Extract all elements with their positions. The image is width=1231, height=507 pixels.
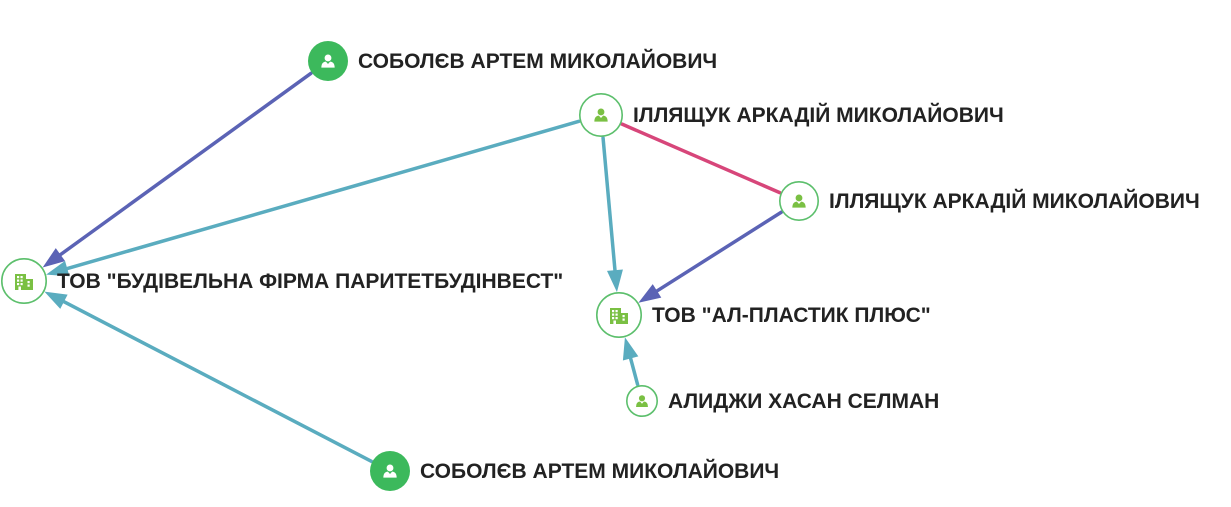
edge-n2-n5 bbox=[601, 136, 623, 293]
edge-line bbox=[628, 356, 640, 387]
graph-node-person[interactable]: ІЛЛЯЩУК АРКАДІЙ МИКОЛАЙОВИЧ bbox=[578, 93, 1004, 138]
edge-line bbox=[62, 299, 374, 464]
edge-n2-n3 bbox=[620, 122, 782, 195]
node-label: СОБОЛЄВ АРТЕМ МИКОЛАЙОВИЧ bbox=[420, 459, 779, 483]
node-label: ІЛЛЯЩУК АРКАДІЙ МИКОЛАЙОВИЧ bbox=[829, 189, 1200, 213]
edge-line bbox=[65, 119, 581, 271]
graph-node-person[interactable]: СОБОЛЄВ АРТЕМ МИКОЛАЙОВИЧ bbox=[308, 41, 717, 81]
person-icon bbox=[383, 464, 397, 478]
building-icon bbox=[610, 308, 628, 324]
person-icon bbox=[792, 194, 806, 208]
edge-n1-n4 bbox=[42, 71, 313, 268]
graph-node-person[interactable]: СОБОЛЄВ АРТЕМ МИКОЛАЙОВИЧ bbox=[370, 451, 779, 491]
arrowhead bbox=[606, 269, 623, 293]
graph-node-person[interactable]: ІЛЛЯЩУК АРКАДІЙ МИКОЛАЙОВИЧ bbox=[778, 181, 1200, 222]
building-icon bbox=[15, 274, 33, 290]
graph-node-company[interactable]: ТОВ "АЛ-ПЛАСТИК ПЛЮС" bbox=[595, 291, 931, 338]
edge-line bbox=[601, 136, 617, 272]
edge-n3-n5 bbox=[638, 210, 784, 303]
person-icon bbox=[321, 54, 335, 68]
node-label: АЛИДЖИ ХАСАН СЕЛМАН bbox=[668, 390, 939, 413]
graph-node-company[interactable]: ТОВ "БУДІВЕЛЬНА ФІРМА ПАРИТЕТБУДІНВЕСТ" bbox=[0, 257, 563, 304]
edge-n6-n5 bbox=[622, 337, 640, 387]
edge-line bbox=[620, 122, 782, 195]
arrowhead bbox=[622, 337, 639, 361]
node-label: ТОВ "АЛ-ПЛАСТИК ПЛЮС" bbox=[652, 304, 931, 327]
edge-line bbox=[58, 71, 313, 257]
node-label: ІЛЛЯЩУК АРКАДІЙ МИКОЛАЙОВИЧ bbox=[633, 103, 1004, 127]
edge-line bbox=[655, 210, 784, 293]
nodes-layer: СОБОЛЄВ АРТЕМ МИКОЛАЙОВИЧ ІЛЛЯЩУК АРКАДІЙ… bbox=[0, 41, 1200, 491]
person-icon bbox=[594, 108, 608, 122]
arrowhead bbox=[44, 291, 68, 309]
edge-n2-n4 bbox=[46, 119, 581, 277]
arrowhead bbox=[42, 248, 66, 268]
arrowhead bbox=[638, 284, 662, 303]
node-label: ТОВ "БУДІВЕЛЬНА ФІРМА ПАРИТЕТБУДІНВЕСТ" bbox=[57, 270, 563, 293]
edge-n7-n4 bbox=[44, 291, 374, 464]
arrowhead bbox=[46, 260, 70, 277]
graph-node-person[interactable]: АЛИДЖИ ХАСАН СЕЛМАН bbox=[625, 384, 940, 417]
edges-layer bbox=[42, 71, 784, 464]
node-label: СОБОЛЄВ АРТЕМ МИКОЛАЙОВИЧ bbox=[358, 49, 717, 73]
person-icon bbox=[636, 395, 648, 407]
